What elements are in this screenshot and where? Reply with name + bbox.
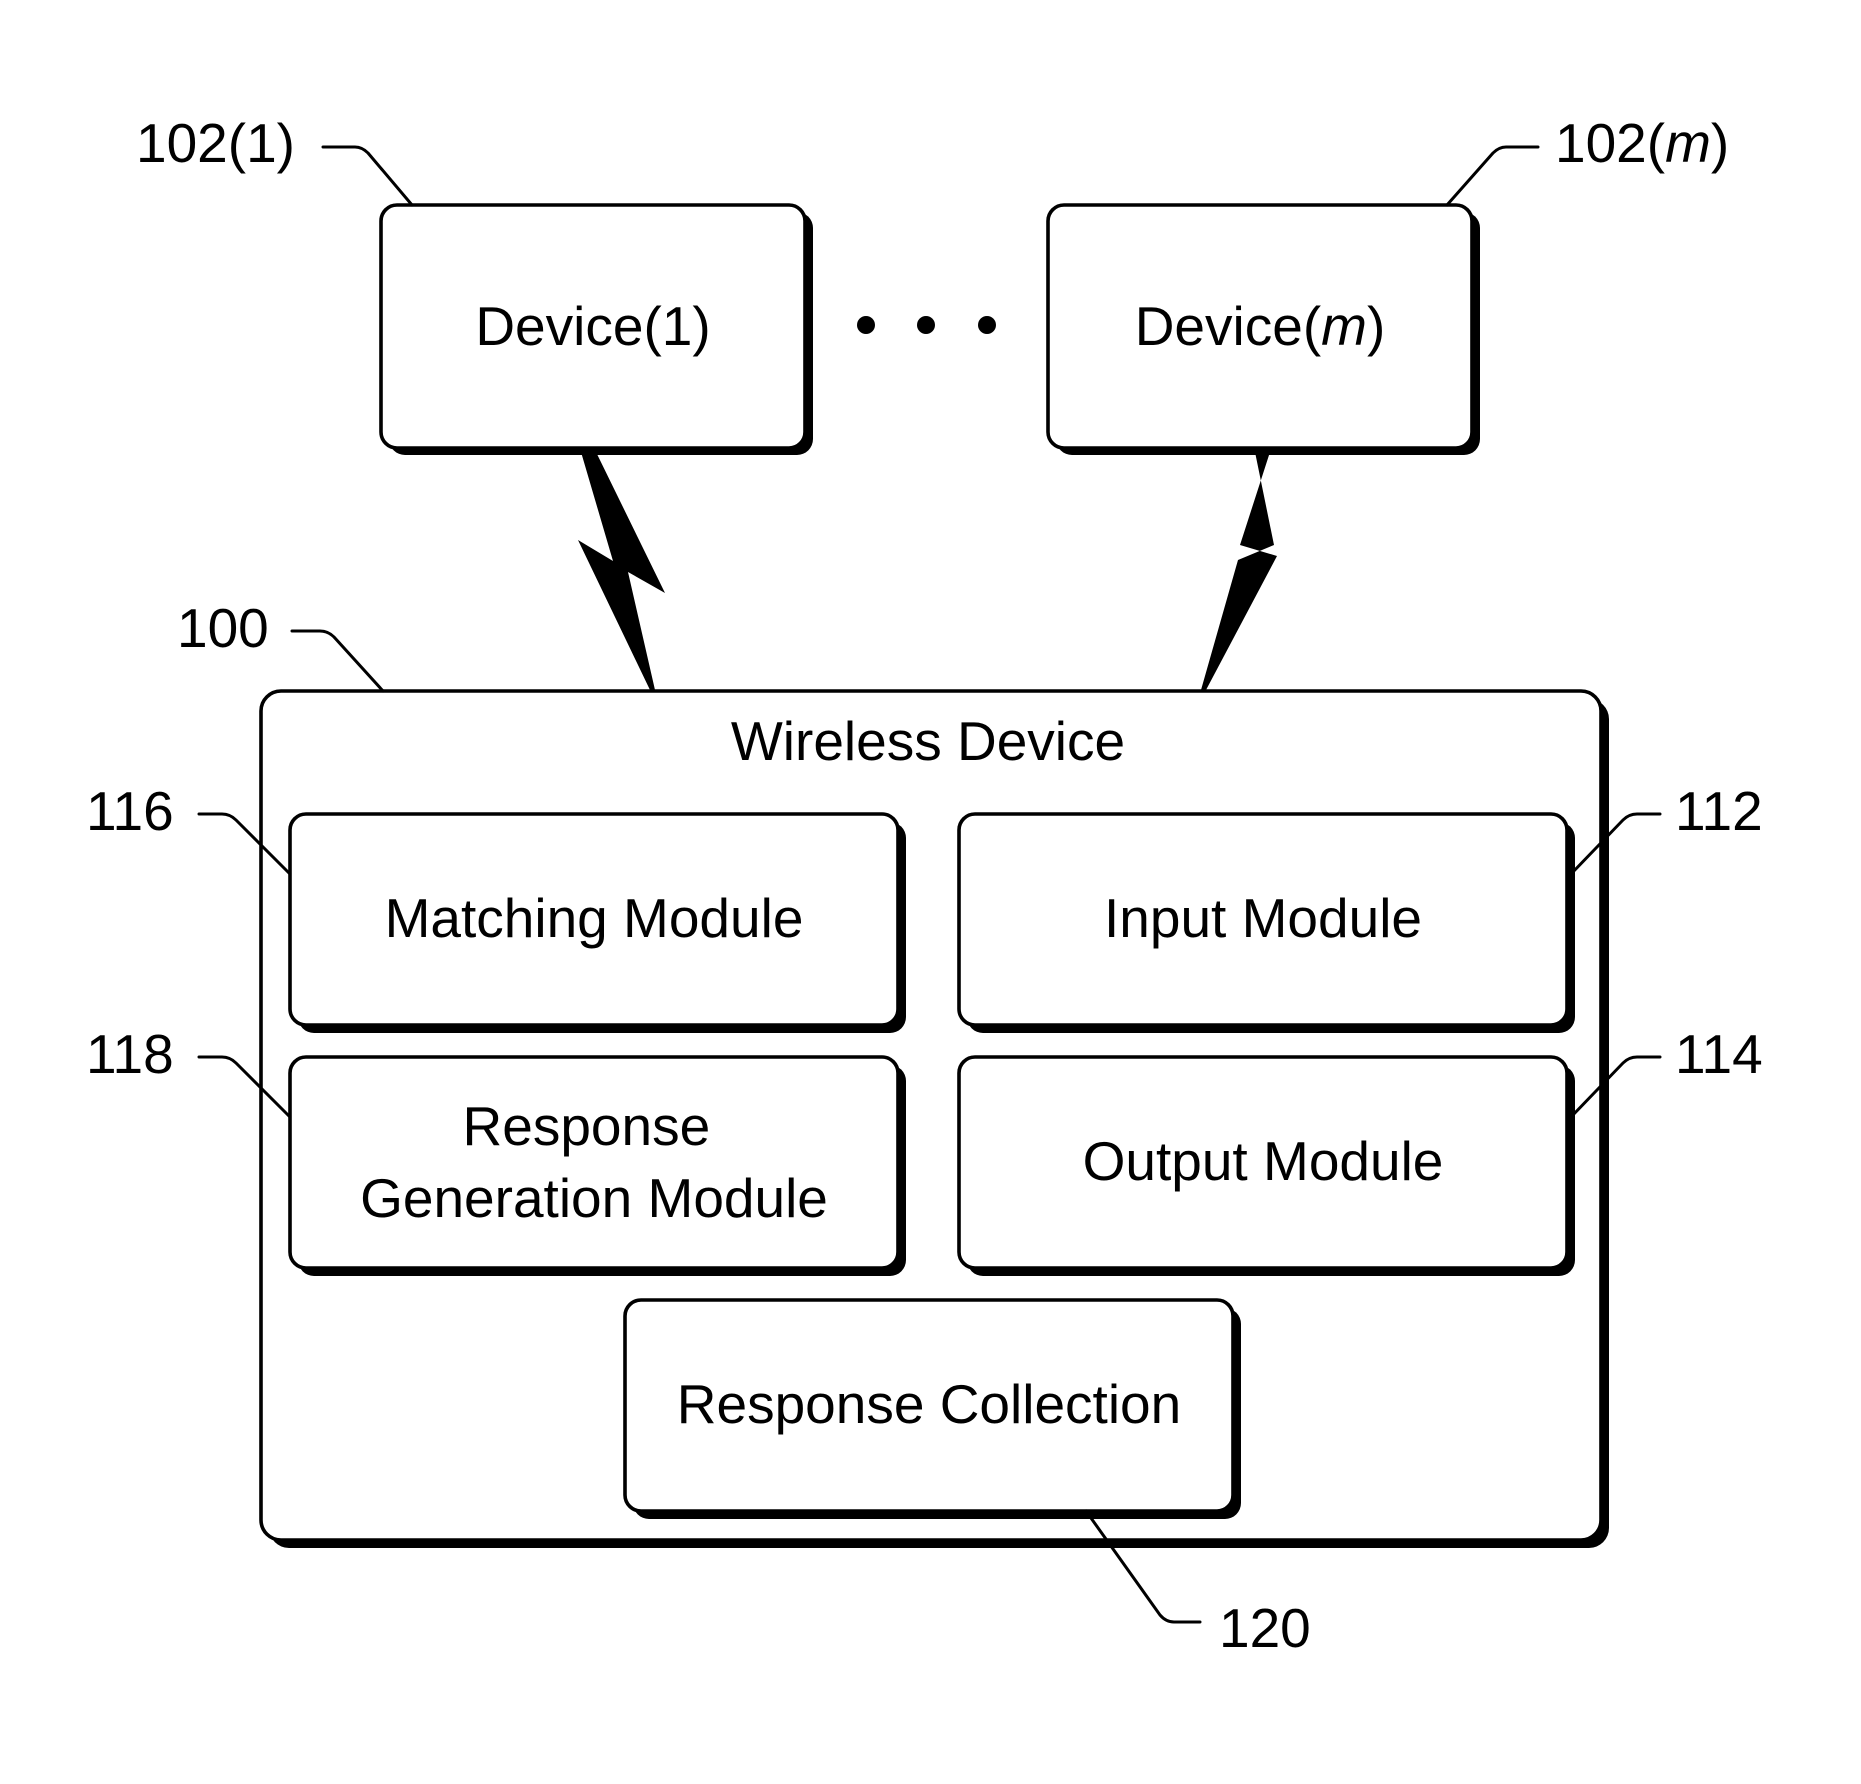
ref-112-label: 112 xyxy=(1675,780,1763,842)
ref-118-label: 118 xyxy=(86,1023,174,1085)
output-module-label: Output Module xyxy=(1083,1130,1444,1192)
device-1: Device(1) xyxy=(381,205,813,455)
device-m: Device(m) xyxy=(1048,205,1480,455)
ref-120-label: 120 xyxy=(1219,1597,1311,1659)
input-module: Input Module xyxy=(959,814,1575,1033)
ref-116-label: 116 xyxy=(86,780,174,842)
ref-102-1: 102(1) xyxy=(136,112,412,205)
output-module: Output Module xyxy=(959,1057,1575,1276)
input-module-label: Input Module xyxy=(1104,887,1422,949)
wireless-link-right xyxy=(1201,452,1277,690)
device-1-label: Device(1) xyxy=(475,295,710,357)
lightning-bolt-icon xyxy=(578,452,665,690)
wireless-device-title: Wireless Device xyxy=(731,710,1125,772)
response-generation-module: Response Generation Module xyxy=(290,1057,906,1276)
ref-102-m: 102(m) xyxy=(1447,112,1729,205)
matching-module-label: Matching Module xyxy=(385,887,804,949)
matching-module: Matching Module xyxy=(290,814,906,1033)
response-collection-label: Response Collection xyxy=(677,1373,1181,1435)
ref-100-label: 100 xyxy=(177,597,269,659)
response-collection: Response Collection xyxy=(625,1300,1241,1519)
ellipsis xyxy=(857,316,996,334)
ref-100: 100 xyxy=(177,597,383,691)
wireless-link-left xyxy=(578,452,665,690)
ref-102-m-label: 102(m) xyxy=(1555,112,1729,174)
lightning-bolt-icon xyxy=(1201,452,1277,690)
device-m-label: Device(m) xyxy=(1135,295,1386,357)
ref-114-label: 114 xyxy=(1675,1023,1763,1085)
ref-102-1-label: 102(1) xyxy=(136,112,295,174)
